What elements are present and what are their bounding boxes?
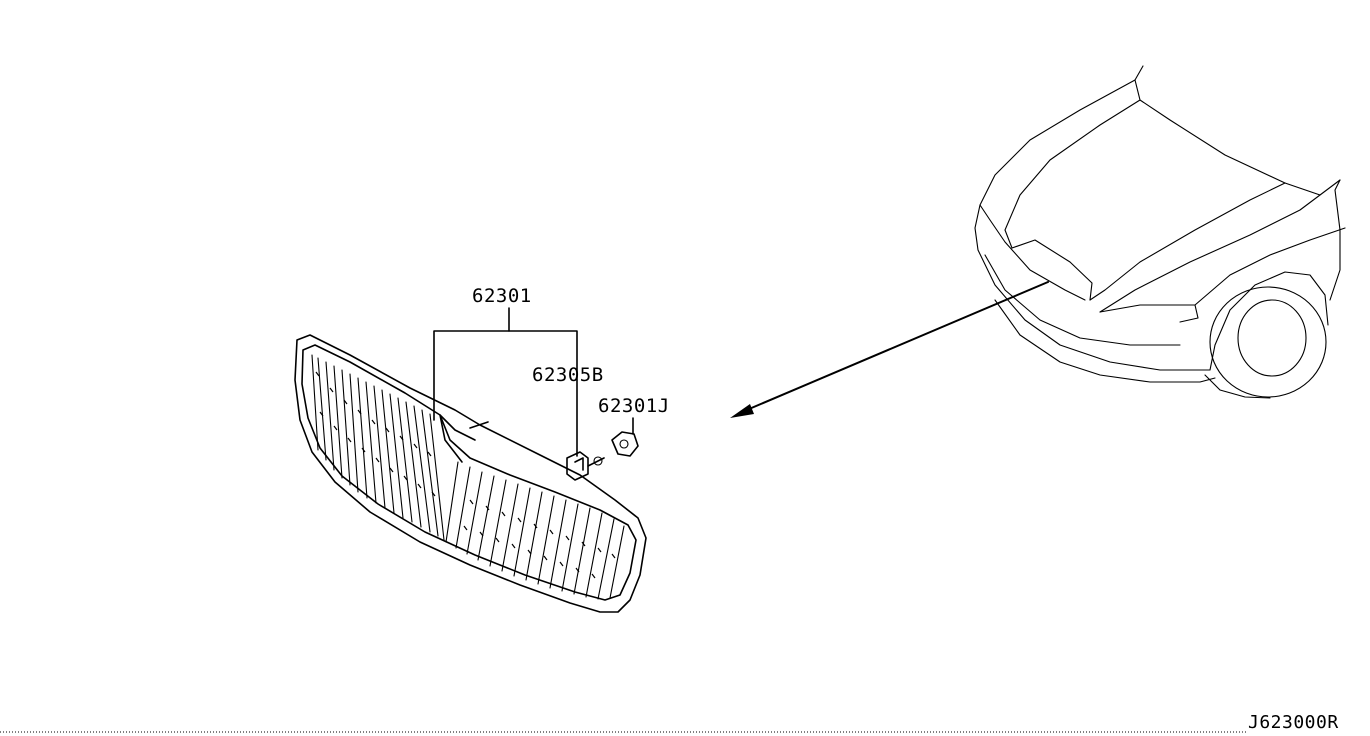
fastener-part-illustration (611, 431, 639, 457)
clip-part-illustration (566, 451, 605, 481)
grille-slat-ticks (315, 371, 616, 579)
drawing-code: J623000R (1248, 712, 1339, 733)
leader-arrow (730, 281, 1049, 418)
grille-illustration (294, 334, 647, 613)
vehicle-front-illustration (974, 65, 1346, 399)
grille-slats-right (445, 461, 625, 600)
label-62301J: 62301J (598, 395, 670, 417)
label-62301: 62301 (472, 285, 532, 307)
label-62305B: 62305B (532, 364, 604, 386)
grille-slats-left (311, 354, 445, 541)
label-leaders (433, 307, 634, 457)
